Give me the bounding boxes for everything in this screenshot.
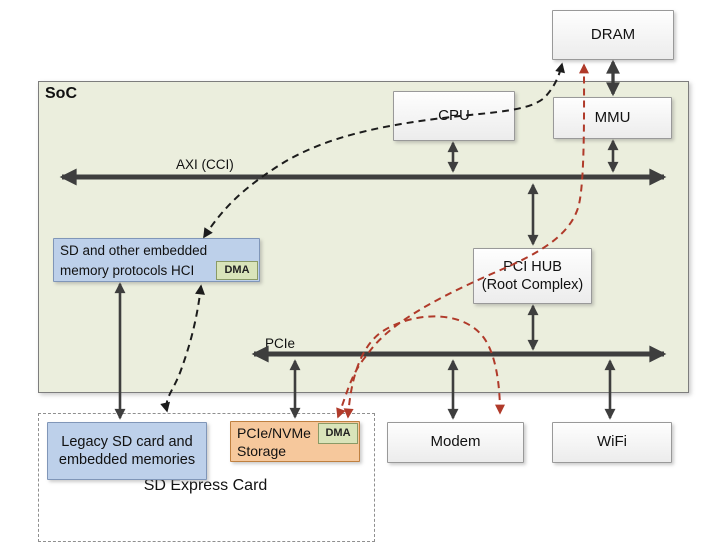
dram-label: DRAM bbox=[590, 25, 636, 43]
hci-dma-box: DMA bbox=[216, 261, 258, 280]
cpu-box: CPU bbox=[393, 91, 515, 141]
sd-express-card-container bbox=[38, 413, 375, 542]
mmu-box: MMU bbox=[553, 97, 672, 139]
sd-express-card-label: SD Express Card bbox=[143, 477, 268, 494]
dram-box: DRAM bbox=[552, 10, 674, 60]
pci-hub-box: PCI HUB (Root Complex) bbox=[473, 248, 592, 304]
mmu-label: MMU bbox=[594, 108, 631, 126]
cpu-label: CPU bbox=[438, 106, 470, 124]
storage-dma-label: DMA bbox=[325, 426, 351, 439]
soc-label: SoC bbox=[45, 85, 77, 102]
storage-box: PCIe/NVMe Storage DMA bbox=[230, 421, 360, 462]
sd-hci-box: SD and other embedded memory protocols H… bbox=[53, 238, 260, 282]
legacy-sd-label: Legacy SD card and embedded memories bbox=[58, 433, 196, 468]
hci-dma-label: DMA bbox=[224, 263, 250, 276]
modem-box: Modem bbox=[387, 422, 524, 463]
storage-label: PCIe/NVMe Storage bbox=[237, 425, 311, 460]
axi-bus-label: AXI (CCI) bbox=[176, 157, 234, 172]
pci-hub-label: PCI HUB (Root Complex) bbox=[481, 258, 584, 293]
wifi-box: WiFi bbox=[552, 422, 672, 463]
pcie-bus-label: PCIe bbox=[265, 336, 296, 351]
legacy-sd-box: Legacy SD card and embedded memories bbox=[47, 422, 207, 480]
modem-label: Modem bbox=[430, 433, 481, 451]
sd-hci-label: SD and other embedded memory protocols H… bbox=[60, 243, 208, 278]
wifi-label: WiFi bbox=[597, 433, 627, 451]
storage-dma-box: DMA bbox=[318, 423, 358, 444]
